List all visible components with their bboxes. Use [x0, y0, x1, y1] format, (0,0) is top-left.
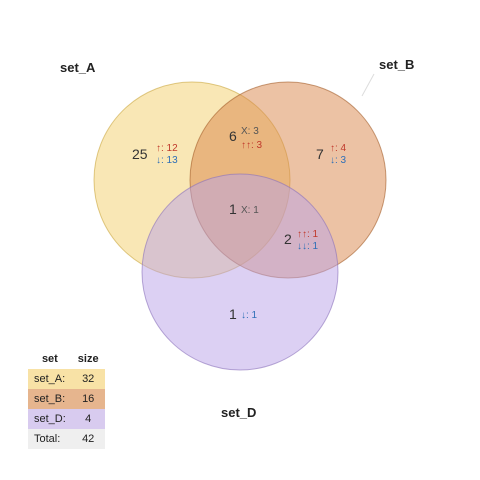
region-mixed-count: X: 3: [241, 126, 259, 137]
circle-set-d: [141, 173, 339, 371]
set-b-label: set_B: [379, 57, 414, 72]
region-down-count: ↓: 13: [156, 155, 178, 166]
legend-set-name: set_A:: [28, 369, 72, 389]
region-up-count: ↑↑: 3: [241, 140, 263, 151]
legend-row-set-a: set_A: 32: [28, 369, 105, 389]
region-count: 1: [229, 306, 237, 322]
legend-row-set-d: set_D: 4: [28, 409, 105, 429]
legend-total-size: 42: [71, 429, 105, 449]
region-b-d: 2 ↑↑: 1 ↓↓: 1: [284, 229, 319, 252]
region-count: 2: [284, 231, 292, 247]
region-b-only: 7 ↑: 4 ↓: 3: [316, 143, 347, 166]
region-up-count: ↑: 4: [330, 143, 347, 154]
legend-set-name: set_B:: [28, 389, 72, 409]
set-b-leader-line: [361, 73, 375, 97]
region-a-b: 6 X: 3 ↑↑: 3: [229, 126, 263, 151]
set-d-label: set_D: [221, 405, 256, 420]
region-down-count: ↓: 1: [241, 310, 258, 321]
region-up-count: ↑↑: 1: [297, 229, 319, 240]
region-a-only: 25 ↑: 12 ↓: 13: [132, 143, 178, 166]
region-mixed-count: X: 1: [241, 205, 259, 216]
legend-header-set: set: [41, 353, 58, 365]
region-up-count: ↑: 12: [156, 143, 178, 154]
region-d-only: 1 ↓: 1: [229, 306, 258, 322]
legend-header-size: size: [77, 353, 99, 365]
legend-set-size: 16: [71, 389, 105, 409]
region-a-b-d: 1 X: 1: [229, 201, 259, 217]
legend-set-size: 4: [71, 409, 105, 429]
region-count: 25: [132, 146, 148, 162]
region-down-count: ↓↓: 1: [297, 241, 319, 252]
legend-total-label: Total:: [28, 429, 72, 449]
set-a-label: set_A: [60, 60, 96, 75]
region-count: 1: [229, 201, 237, 217]
region-count: 6: [229, 128, 237, 144]
region-down-count: ↓: 3: [330, 155, 347, 166]
set-size-legend: set size set_A: 32 set_B: 16 set_D: 4 To…: [28, 351, 105, 449]
region-count: 7: [316, 146, 324, 162]
legend-set-size: 32: [71, 369, 105, 389]
legend-row-set-b: set_B: 16: [28, 389, 105, 409]
legend-set-name: set_D:: [28, 409, 72, 429]
legend-row-total: Total: 42: [28, 429, 105, 449]
